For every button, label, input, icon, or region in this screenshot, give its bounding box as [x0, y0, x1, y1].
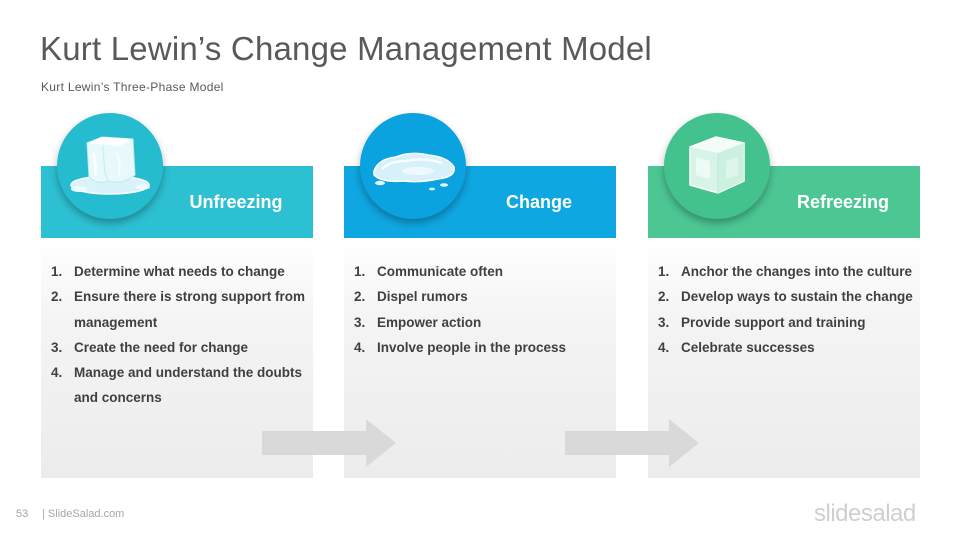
- brand-logo: slidesalad: [814, 500, 916, 527]
- list-item: 1.Determine what needs to change: [51, 264, 285, 279]
- water-puddle-icon: [360, 113, 466, 219]
- list-item: 3.Empower action: [354, 314, 482, 330]
- list-item: 3.Create the need for change: [51, 339, 249, 355]
- list-item: 1.Communicate often: [354, 264, 504, 279]
- phase-column-unfreezing: Unfreezing 1.Determine what needs to cha…: [41, 113, 313, 478]
- slide-number: 53: [16, 508, 29, 520]
- arrow-right-icon: [565, 419, 699, 467]
- phase-body: [648, 238, 920, 478]
- action-list: 1.Determine what needs to change 2.Ensur…: [51, 259, 313, 411]
- list-item: 1.Anchor the changes into the culture: [658, 264, 913, 279]
- page-subtitle: Kurt Lewin’s Three-Phase Model: [41, 80, 224, 94]
- arrow-right-icon: [262, 419, 396, 467]
- list-item: 3.Provide support and training: [658, 314, 866, 330]
- list-item: 4.Manage and understand the doubts and c…: [51, 365, 303, 406]
- phase-label: Unfreezing: [189, 192, 283, 212]
- list-item: 2.Develop ways to sustain the change: [658, 289, 913, 305]
- action-list: 1.Anchor the changes into the culture 2.…: [658, 259, 920, 360]
- page-title: Kurt Lewin’s Change Management Model: [40, 30, 652, 67]
- phase-label: Change: [505, 192, 572, 212]
- footer-site-text: | SlideSalad.com: [42, 508, 125, 520]
- list-item: 4.Celebrate successes: [658, 339, 815, 355]
- list-item: 2.Dispel rumors: [354, 289, 468, 305]
- list-item: 2.Ensure there is strong support from ma…: [51, 289, 306, 330]
- ice-melting-icon: [57, 113, 163, 219]
- ice-cube-icon: [664, 113, 770, 219]
- phase-label: Refreezing: [796, 192, 890, 212]
- phase-column-refreezing: Refreezing 1.Anchor the changes into the…: [648, 113, 920, 478]
- action-list: 1.Communicate often 2.Dispel rumors 3.Em…: [354, 259, 616, 360]
- list-item: 4.Involve people in the process: [354, 339, 567, 355]
